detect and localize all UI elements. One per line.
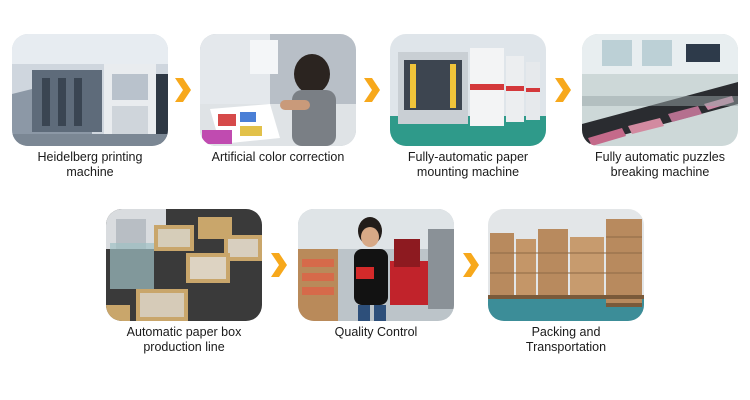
chevron-right-icon <box>172 76 192 104</box>
chevron-right-icon <box>460 251 480 279</box>
step-label: Packing and Transportation <box>525 325 607 354</box>
puzzle-breaking-photo <box>582 34 738 146</box>
mounting-machine-photo <box>390 34 546 146</box>
step-label: Fully-automatic paper mounting machine <box>407 150 529 179</box>
color-correction-photo <box>200 34 356 146</box>
step-label: Heidelberg printing machine <box>37 150 143 179</box>
packing-photo <box>488 209 644 321</box>
step-label: Quality Control <box>334 325 418 339</box>
chevron-right-icon <box>361 76 381 104</box>
chevron-right-icon <box>268 251 288 279</box>
box-production-photo <box>106 209 262 321</box>
chevron-right-icon <box>552 76 572 104</box>
printing-press-photo <box>12 34 168 146</box>
step-label: Fully automatic puzzles breaking machine <box>595 150 725 179</box>
step-label: Automatic paper box production line <box>126 325 242 354</box>
quality-control-photo <box>298 209 454 321</box>
step-label: Artificial color correction <box>211 150 345 164</box>
